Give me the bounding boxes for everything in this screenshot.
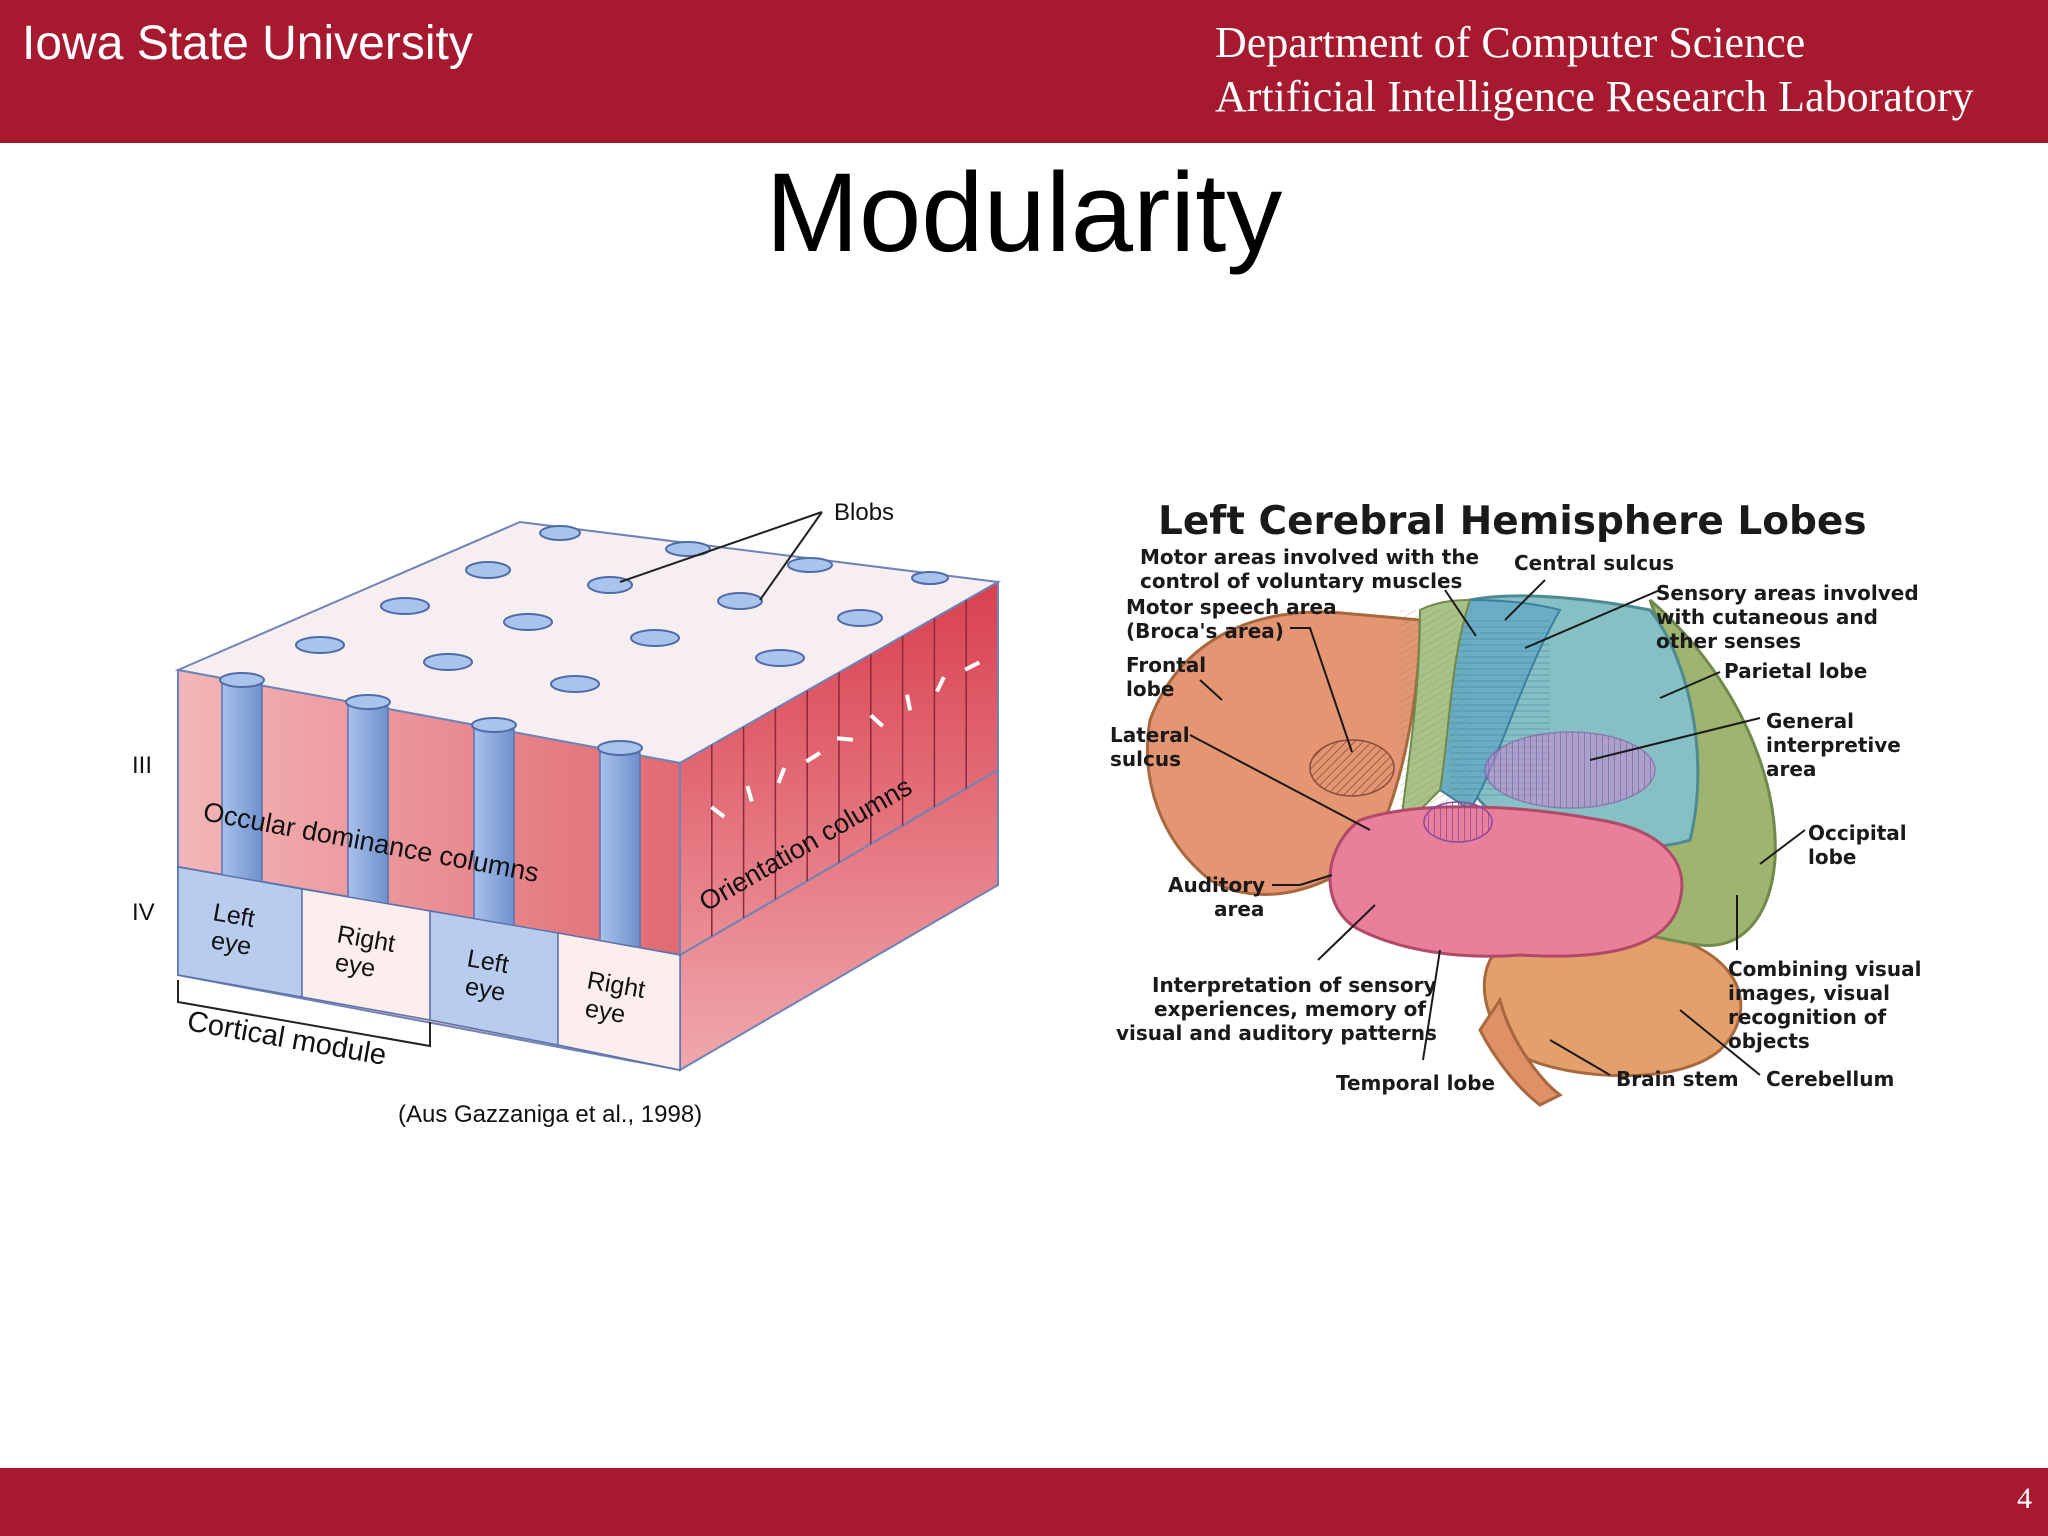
- right-eye-1-line2: eye: [333, 948, 378, 983]
- frontal-lobe-line2: lobe: [1126, 677, 1174, 701]
- orientation-dash: [869, 713, 885, 728]
- sensory-areas-line1: Sensory areas involved: [1656, 581, 1919, 605]
- motor-speech-line1: Motor speech area: [1126, 595, 1337, 619]
- combining-visual-line4: objects: [1728, 1029, 1810, 1053]
- blobs-pointer-2: [759, 511, 823, 601]
- general-interpretive-line1: General: [1766, 709, 1854, 733]
- interpretation-line2: experiences, memory of: [1154, 997, 1426, 1021]
- orientation-dash: [905, 694, 913, 711]
- auditory-area-line1: Auditory: [1168, 873, 1265, 897]
- blobs-pointer-1: [619, 511, 823, 583]
- slide-title: Modularity: [765, 150, 1283, 275]
- sensory-areas-line3: other senses: [1656, 629, 1801, 653]
- left-eye-1-line2: eye: [209, 926, 254, 961]
- brain-stem-shape: [1478, 996, 1563, 1107]
- general-interpretive-line3: area: [1766, 757, 1816, 781]
- motor-areas-line2: control of voluntary muscles: [1140, 569, 1462, 593]
- citation: (Aus Gazzaniga et al., 1998): [398, 1101, 702, 1128]
- department-line-1: Department of Computer Science: [1215, 18, 1806, 67]
- parietal-lobe-label: Parietal lobe: [1724, 659, 1867, 683]
- auditory-area-line2: area: [1214, 897, 1264, 921]
- blobs-group: [219, 525, 949, 756]
- motor-hatch: [1400, 610, 1470, 820]
- university-name: Iowa State University: [22, 17, 473, 70]
- combining-visual-line3: recognition of: [1728, 1005, 1887, 1029]
- page-number: 4: [2017, 1482, 2032, 1515]
- cortical-module-bracket: [177, 980, 431, 1048]
- brain-stem-label: Brain stem: [1616, 1067, 1739, 1091]
- motor-speech-line2: (Broca's area): [1126, 619, 1284, 643]
- layer-iv-label: IV: [132, 899, 155, 926]
- brain-leader-lines: [1189, 579, 1806, 1076]
- orientation-dash: [935, 676, 946, 693]
- orientation-column-stripes: [710, 600, 981, 937]
- orientation-dash: [776, 767, 787, 784]
- orientation-dash: [805, 751, 822, 764]
- broca-area-shape: [1309, 739, 1395, 797]
- auditory-area-shape: [1423, 801, 1493, 843]
- lateral-sulcus-line2: sulcus: [1110, 747, 1181, 771]
- orientation-dash: [745, 785, 754, 802]
- temporal-lobe-label: Temporal lobe: [1336, 1071, 1495, 1095]
- cerebellum-label: Cerebellum: [1766, 1067, 1894, 1091]
- temporal-lobe-shape: [1328, 805, 1684, 958]
- frontal-lobe-line1: Frontal: [1126, 653, 1206, 677]
- orientation-dash: [836, 736, 854, 742]
- interpretation-line3: visual and auditory patterns: [1116, 1021, 1437, 1045]
- general-interpretive-line2: interpretive: [1766, 733, 1901, 757]
- department-line-2: Artificial Intelligence Research Laborat…: [1215, 72, 1974, 121]
- interpretation-line1: Interpretation of sensory: [1152, 973, 1436, 997]
- left-eye-2-line2: eye: [463, 972, 508, 1007]
- brain-figure-title: Left Cerebral Hemisphere Lobes: [1158, 499, 1867, 544]
- lateral-sulcus-line1: Lateral: [1110, 723, 1190, 747]
- orientation-dash: [710, 805, 726, 819]
- motor-areas-line1: Motor areas involved with the: [1140, 545, 1479, 569]
- combining-visual-line1: Combining visual: [1728, 957, 1921, 981]
- footer-bar: [0, 1468, 2048, 1536]
- occipital-lobe-line2: lobe: [1808, 845, 1856, 869]
- department-block: Department of Computer Science Artificia…: [1215, 16, 1974, 124]
- central-sulcus-label: Central sulcus: [1514, 551, 1674, 575]
- general-interpretive-hatch: [1485, 732, 1655, 808]
- blobs-label: Blobs: [834, 499, 894, 526]
- right-eye-block-2: [557, 932, 681, 1071]
- layer-iii-label: III: [132, 752, 152, 779]
- header-bar: [0, 0, 2048, 143]
- sensory-areas-line2: with cutaneous and: [1656, 605, 1878, 629]
- right-eye-2-line2: eye: [583, 994, 628, 1029]
- orientation-dash: [964, 660, 981, 672]
- combining-visual-line2: images, visual: [1728, 981, 1890, 1005]
- occipital-lobe-line1: Occipital: [1808, 821, 1907, 845]
